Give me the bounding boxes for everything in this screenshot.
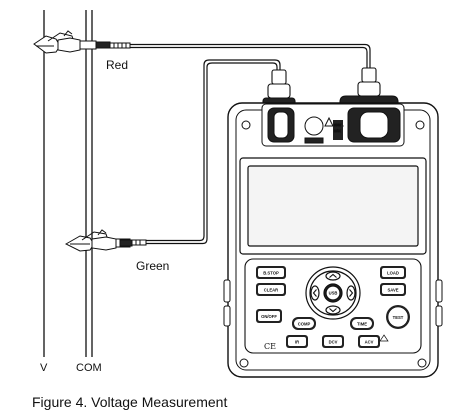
save-button[interactable]: SAVE — [380, 283, 406, 296]
clear-button[interactable]: CLEAR — [256, 283, 286, 296]
high-voltage-warning-icon — [379, 334, 389, 342]
conductors — [43, 10, 93, 357]
lcd-display — [239, 157, 427, 255]
usb-button[interactable] — [323, 283, 343, 303]
test-button[interactable]: TEST — [386, 305, 410, 329]
time-button[interactable]: TIME — [350, 317, 374, 330]
keypad: B.STOP CLEAR LOAD SAVE ON/OFF — [244, 258, 422, 354]
usb-label: USB — [329, 291, 338, 296]
red-wire — [130, 43, 371, 68]
green-label: Green — [136, 259, 169, 273]
test-label: TEST — [393, 315, 404, 320]
red-label: Red — [106, 58, 128, 72]
warning-icon — [324, 116, 334, 127]
clear-label: CLEAR — [264, 288, 278, 293]
screw-top-left-icon — [241, 120, 251, 130]
save-label: SAVE — [387, 288, 398, 293]
time-label: TIME — [357, 322, 367, 327]
chevron-right-icon — [349, 289, 354, 297]
acv-button[interactable]: ACV — [358, 335, 380, 348]
figure-caption: Figure 4. Voltage Measurement — [32, 394, 228, 410]
terminal-panel: LINE 600V 600V MAX — [261, 103, 405, 147]
red-alligator-clip — [33, 30, 131, 54]
left-arrow-button[interactable] — [310, 285, 320, 301]
b-stop-button[interactable]: B.STOP — [256, 266, 286, 279]
svg-text:600V: 600V — [334, 123, 341, 127]
up-arrow-button[interactable] — [325, 271, 341, 281]
red-wire-inner — [130, 46, 368, 68]
svg-text:MAX: MAX — [334, 129, 341, 133]
v-label: V — [40, 362, 48, 374]
red-probe-connector — [339, 67, 399, 109]
green-wire-inner — [145, 62, 278, 245]
direction-pad — [305, 266, 361, 320]
ir-label: IR — [295, 340, 299, 345]
load-label: LOAD — [387, 271, 399, 276]
load-button[interactable]: LOAD — [380, 266, 406, 279]
acv-label: ACV — [365, 340, 374, 345]
dcv-label: DCV — [329, 340, 338, 345]
down-arrow-button[interactable] — [325, 305, 341, 315]
screw-bottom-left-icon — [239, 358, 249, 368]
chevron-up-icon — [329, 273, 337, 278]
ir-button[interactable]: IR — [286, 335, 308, 348]
comp-label: COMP — [298, 322, 311, 327]
com-label: COM — [76, 362, 102, 374]
screw-top-right-icon — [415, 120, 425, 130]
green-wire — [145, 59, 281, 242]
center-terminal — [304, 116, 324, 136]
comp-button[interactable]: COMP — [292, 317, 316, 330]
wires — [130, 43, 371, 245]
right-arrow-button[interactable] — [346, 285, 356, 301]
chevron-down-icon — [329, 308, 337, 313]
on-off-label: ON/OFF — [261, 314, 277, 319]
ce-mark-icon: CE — [264, 342, 276, 351]
b-stop-label: B.STOP — [263, 271, 279, 276]
dcv-button[interactable]: DCV — [322, 335, 344, 348]
chevron-left-icon — [312, 289, 317, 297]
on-off-button[interactable]: ON/OFF — [256, 309, 282, 323]
screw-bottom-right-icon — [417, 358, 427, 368]
green-alligator-clip — [64, 229, 147, 252]
